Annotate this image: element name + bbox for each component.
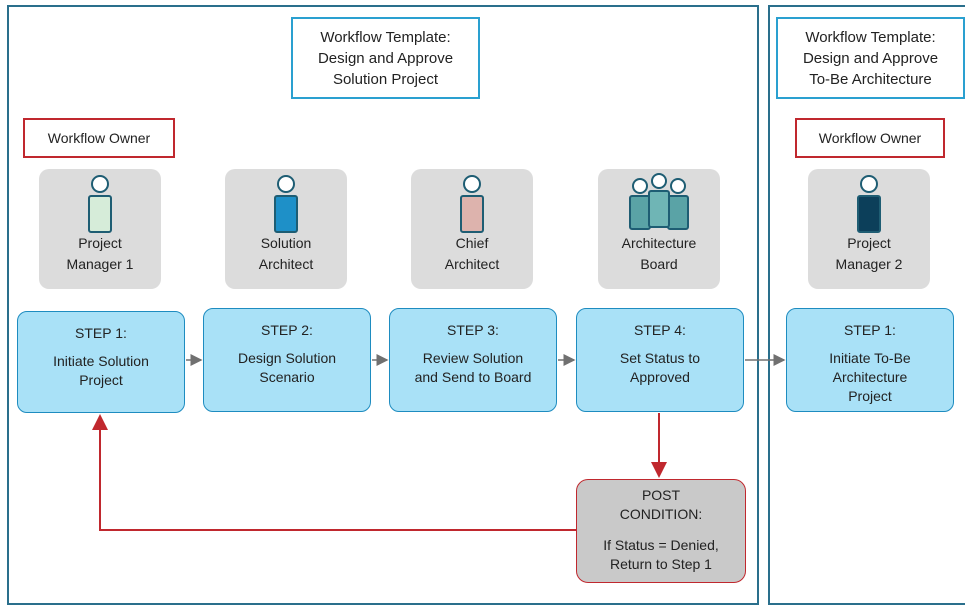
right-workflow-owner: Workflow Owner xyxy=(795,118,945,158)
left-workflow-owner: Workflow Owner xyxy=(23,118,175,158)
person-icon xyxy=(460,175,484,233)
person-icon xyxy=(857,175,881,233)
group-icon xyxy=(629,173,689,230)
right-panel-title: Workflow Template: Design and Approve To… xyxy=(776,17,965,99)
left-panel-title: Workflow Template: Design and Approve So… xyxy=(291,17,480,99)
person-icon xyxy=(88,175,112,233)
person-icon xyxy=(274,175,298,233)
arrow-post-condition-to-step1 xyxy=(92,414,576,531)
